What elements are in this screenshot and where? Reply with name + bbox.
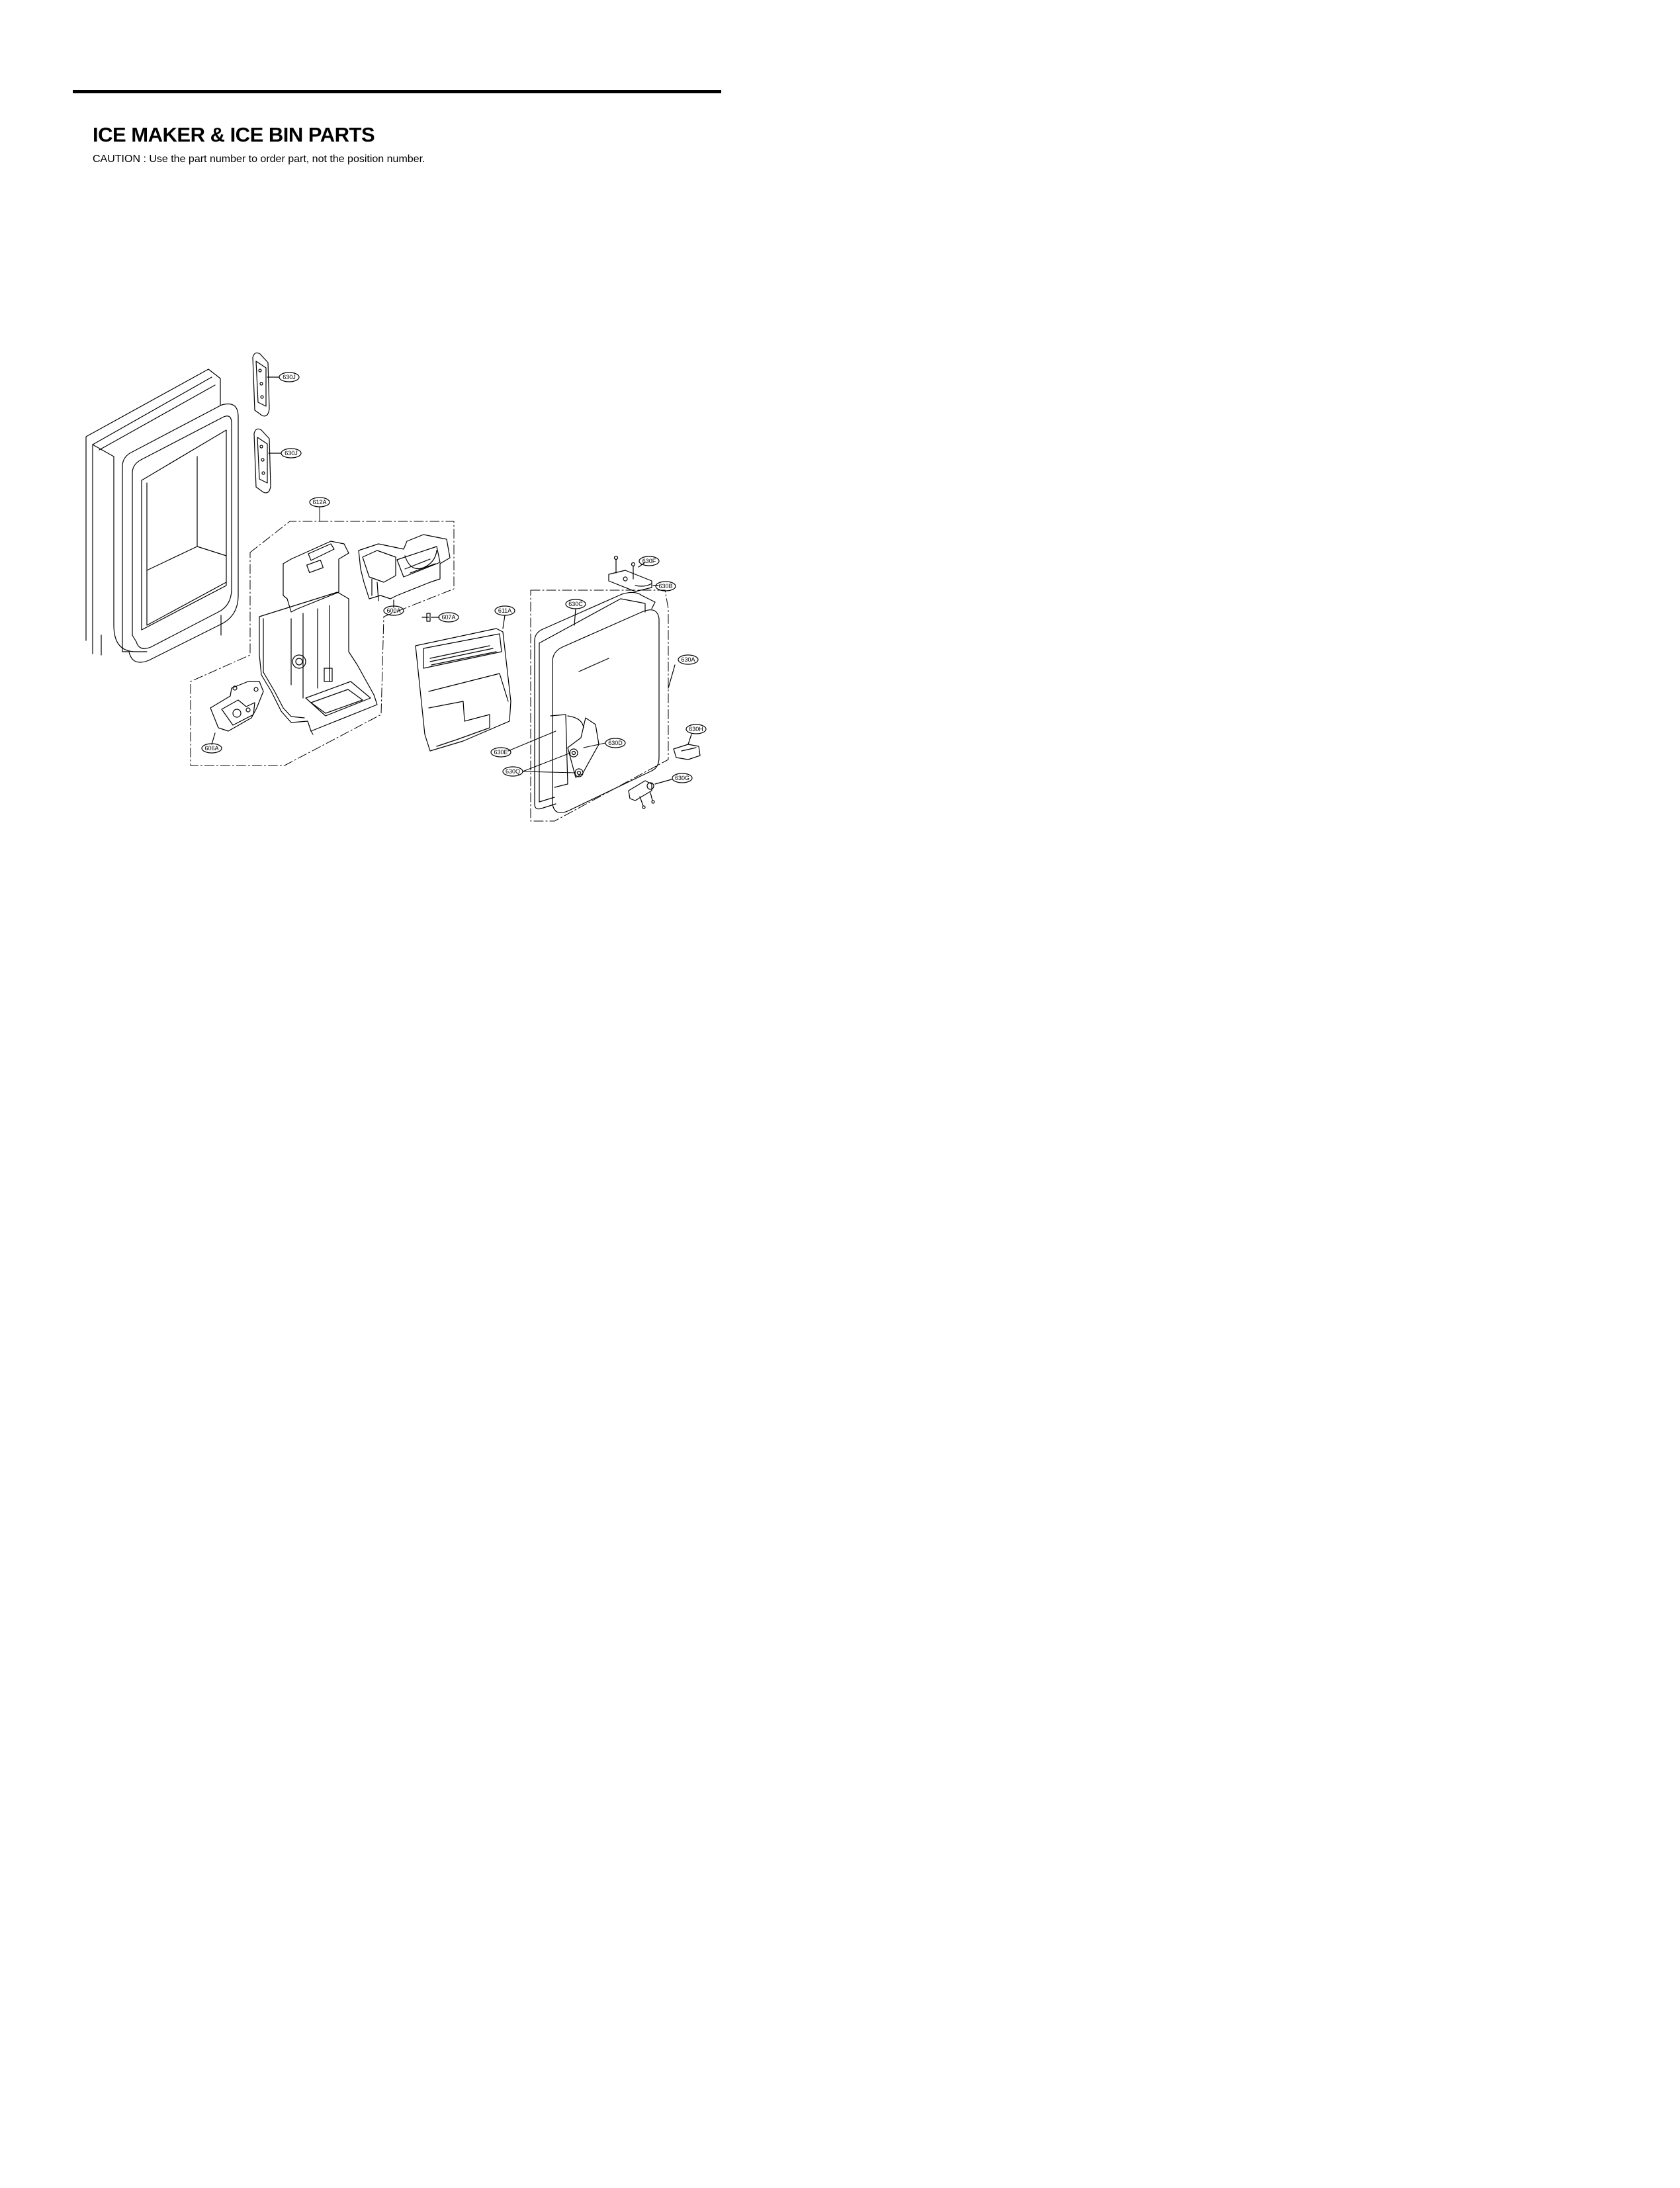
svg-text:630D: 630D [608,740,623,746]
svg-text:607A: 607A [441,614,455,621]
exploded-parts-diagram: 630J 630J 612A 600A 607A 611A 606A 630F … [85,352,707,822]
svg-text:630A: 630A [681,656,695,663]
assembly-612A-boundary [190,521,455,766]
header-rule [73,90,721,93]
motor-bracket-606A [210,681,264,745]
callout-630Q: 630Q [502,766,523,777]
callout-600A: 600A [383,605,404,616]
callout-630G: 630G [672,773,693,783]
callout-630H: 630H [685,724,707,734]
callout-630B: 630B [655,581,676,591]
clip-630H [673,734,701,760]
leader-lines [508,730,606,773]
svg-text:630G: 630G [675,775,689,781]
svg-text:630B: 630B [658,583,672,590]
callout-630F: 630F [639,556,660,566]
callout-630C: 630C [565,599,586,609]
svg-text:630E: 630E [494,749,508,756]
callout-607A: 607A [438,612,459,623]
callout-630J-bottom: 630J [281,448,302,459]
page-title: ICE MAKER & ICE BIN PARTS [93,123,375,146]
svg-text:612A: 612A [312,499,326,505]
svg-text:630F: 630F [642,558,656,564]
bin-door-630A [534,591,676,813]
hinge-630G [628,779,672,809]
screw-607A [421,613,440,622]
callout-611A: 611A [494,605,515,616]
ice-maker-housing [259,541,378,735]
svg-text:606A: 606A [204,745,218,752]
svg-text:600A: 600A [386,607,400,614]
callout-630A: 630A [678,654,699,665]
ice-maker-unit [358,534,451,608]
callout-630D: 630D [605,738,626,748]
callout-630J-top: 630J [279,372,300,382]
svg-text:630C: 630C [568,601,583,607]
svg-text:611A: 611A [498,607,511,614]
svg-text:630H: 630H [689,726,703,732]
callout-606A: 606A [201,743,222,754]
assembly-630A-boundary [530,590,669,822]
callout-612A: 612A [309,497,330,507]
callout-630E: 630E [490,747,511,758]
handle-cover-top [252,352,280,417]
handle-cover-bottom [253,428,282,494]
svg-text:630J: 630J [285,450,298,457]
svg-text:630J: 630J [283,374,296,380]
door-assembly [85,369,239,663]
ice-bin-611A [415,615,511,752]
caution-note: CAUTION : Use the part number to order p… [93,153,425,165]
hinge-630F [608,555,659,592]
svg-text:630Q: 630Q [506,768,520,775]
